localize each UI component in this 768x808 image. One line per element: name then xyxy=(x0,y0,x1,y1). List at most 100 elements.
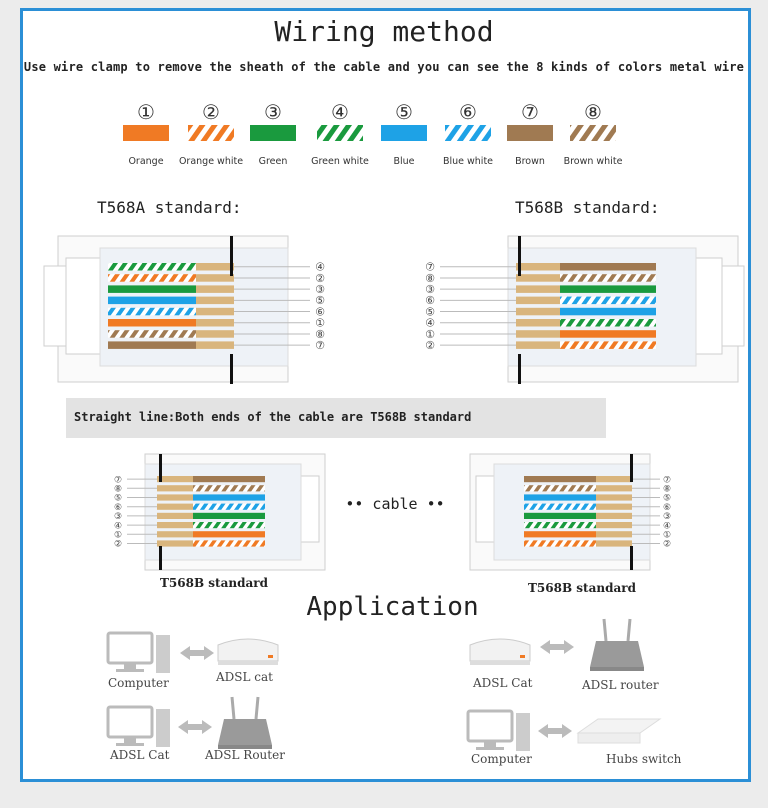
wire xyxy=(193,540,265,547)
straight-banner: Straight line:Both ends of the cable are… xyxy=(66,398,606,438)
pin-number: ⑥ xyxy=(315,305,325,318)
wire-label: Orange white xyxy=(179,156,243,167)
wire-number: ⑥ xyxy=(459,100,477,124)
pin-number: ② xyxy=(663,540,671,550)
app-label-adsl-cat-3: ADSL Cat xyxy=(110,748,170,762)
wire-label: Brown xyxy=(515,156,545,167)
wire xyxy=(193,522,265,529)
wire xyxy=(560,319,656,327)
cable-label: •• cable •• xyxy=(345,495,445,513)
pin-number: ① xyxy=(425,328,435,341)
wire xyxy=(560,296,656,305)
switch-icon xyxy=(576,718,662,744)
computer-icon xyxy=(106,631,170,673)
pin-number: ③ xyxy=(425,283,435,296)
pin-number: ④ xyxy=(315,261,325,274)
pin-number: ⑧ xyxy=(663,484,671,494)
pin-number: ③ xyxy=(663,512,671,522)
wire-number: ④ xyxy=(331,100,349,124)
double-arrow-icon xyxy=(180,646,214,660)
wire xyxy=(108,263,196,271)
wire xyxy=(108,330,196,338)
wire xyxy=(524,540,596,547)
pin-number: ② xyxy=(315,272,325,285)
application-title: Application xyxy=(306,592,479,622)
pin-number: ⑤ xyxy=(663,494,671,504)
t568b-label: T568B standard: xyxy=(515,198,660,217)
wire xyxy=(524,522,596,529)
pin-number: ⑤ xyxy=(315,294,325,307)
pin-number: ⑥ xyxy=(663,503,671,513)
wire xyxy=(524,503,596,510)
wire xyxy=(524,531,596,538)
router-icon xyxy=(590,618,644,671)
app-label-computer-1: Computer xyxy=(108,676,169,690)
pin-number: ⑦ xyxy=(114,475,122,485)
pin-number: ③ xyxy=(315,283,325,296)
pin-number: ⑥ xyxy=(114,503,122,513)
wire xyxy=(560,263,656,271)
wire-label: Green white xyxy=(311,156,369,167)
wire xyxy=(108,319,196,327)
wire xyxy=(108,307,196,316)
pin-number: ⑦ xyxy=(663,475,671,485)
router-icon xyxy=(218,696,272,749)
app-label-adsl-router-1: ADSL router xyxy=(582,678,659,692)
wire-number: ② xyxy=(202,100,220,124)
app-label-hubs-switch: Hubs switch xyxy=(606,752,682,766)
application-icons xyxy=(106,618,662,751)
pin-number: ⑧ xyxy=(315,328,325,341)
wire-swatch xyxy=(381,125,427,141)
pin-number: ① xyxy=(315,317,325,330)
wire xyxy=(524,476,596,483)
wire xyxy=(193,485,265,492)
wire xyxy=(560,341,656,349)
pin-number: ⑧ xyxy=(114,484,122,494)
wire xyxy=(108,296,196,305)
wire-swatch xyxy=(123,125,169,141)
pin-number: ② xyxy=(425,339,435,352)
straight-left-label: T568B standard xyxy=(160,576,268,590)
pin-number: ② xyxy=(114,540,122,550)
straight-right-label: T568B standard xyxy=(528,581,636,595)
wire xyxy=(560,307,656,316)
pin-number: ⑤ xyxy=(114,494,122,504)
wire-number: ⑧ xyxy=(584,100,602,124)
pin-number: ④ xyxy=(663,521,671,531)
wire xyxy=(524,485,596,492)
pin-number: ⑦ xyxy=(315,339,325,352)
wire-number: ① xyxy=(137,100,155,124)
adsl-modem-icon xyxy=(217,638,279,665)
pin-number: ⑥ xyxy=(425,294,435,307)
adsl-modem-icon xyxy=(469,638,531,665)
wire-label: Orange xyxy=(128,156,163,167)
wire-swatch xyxy=(317,125,363,141)
wire xyxy=(108,274,196,282)
double-arrow-icon xyxy=(178,720,212,734)
straight-banner-text: Straight line:Both ends of the cable are… xyxy=(74,410,472,424)
wire-label: Brown white xyxy=(564,156,623,167)
pin-number: ① xyxy=(114,530,122,540)
pin-number: ① xyxy=(663,530,671,540)
wire xyxy=(108,285,196,293)
wire xyxy=(524,512,596,519)
wire xyxy=(108,341,196,349)
computer-icon xyxy=(466,709,530,751)
wire-swatch xyxy=(570,125,616,141)
subtitle: Use wire clamp to remove the sheath of t… xyxy=(23,60,745,74)
pin-number: ④ xyxy=(114,521,122,531)
wire xyxy=(560,274,656,282)
wire-label: Blue white xyxy=(443,156,493,167)
wire xyxy=(560,285,656,293)
app-label-adsl-cat-2: ADSL Cat xyxy=(473,676,533,690)
pin-number: ⑤ xyxy=(425,305,435,318)
pin-number: ⑧ xyxy=(425,272,435,285)
wire xyxy=(560,330,656,338)
wire xyxy=(193,476,265,483)
wire xyxy=(193,512,265,519)
wire-number: ③ xyxy=(264,100,282,124)
wire-label: Blue xyxy=(393,156,414,167)
wire-swatch xyxy=(445,125,491,141)
